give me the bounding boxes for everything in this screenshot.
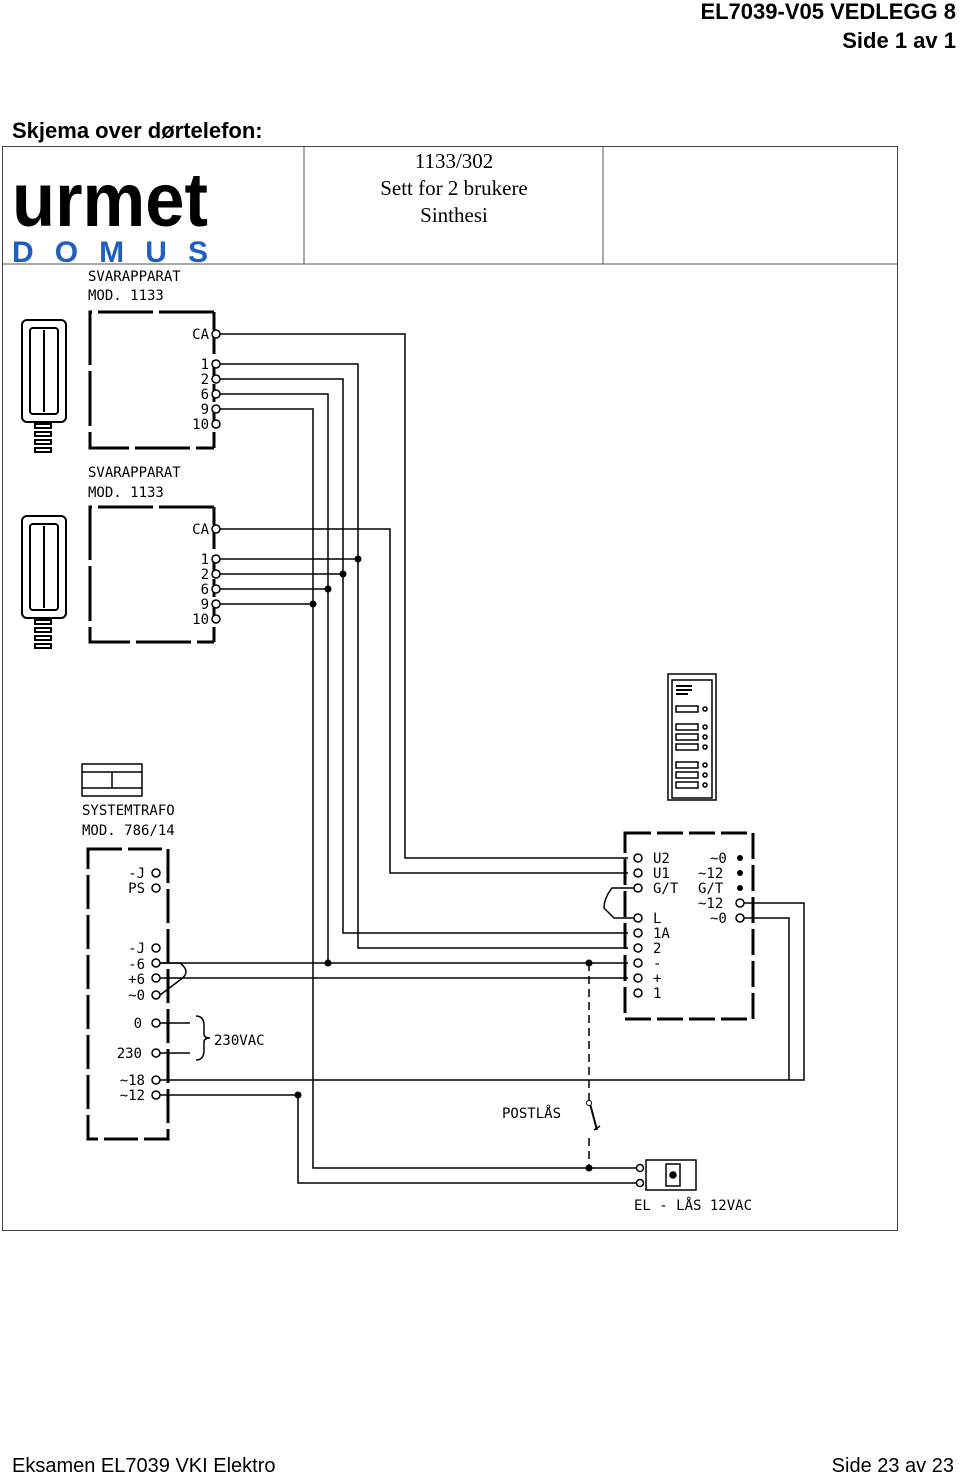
panel-term-plus: + — [653, 971, 661, 987]
postlas: POSTLÅS — [502, 963, 601, 1172]
h2-term-ca: CA — [192, 522, 209, 538]
urmet-logo: urmet DOMUS — [12, 158, 208, 269]
title-line-2: Sett for 2 brukere — [380, 176, 528, 200]
panel-term-1a: 1A — [653, 926, 670, 942]
ellas-label: EL - LÅS 12VAC — [634, 1197, 752, 1214]
trafo-term-230: 230 — [117, 1046, 142, 1062]
trafo-term-ps: PS — [128, 881, 145, 897]
mains-label: 230VAC — [214, 1033, 265, 1049]
handset-2-label: SVARAPPARAT — [88, 465, 181, 481]
footer-right: Side 23 av 23 — [831, 1455, 954, 1477]
panel-rterm-12b: ~12 — [698, 896, 723, 912]
handset-2-model: MOD. 1133 — [88, 485, 164, 501]
document-code: EL7039-V05 VEDLEGG 8 — [700, 0, 956, 24]
h1-term-2: 2 — [201, 372, 209, 388]
handset-1-model: MOD. 1133 — [88, 288, 164, 304]
section-title: Skjema over dørtelefon: — [12, 118, 263, 143]
trafo-term-12: ~12 — [120, 1088, 145, 1104]
power-wires — [160, 902, 805, 1184]
h2-term-2: 2 — [201, 567, 209, 583]
panel-term-2: 2 — [653, 941, 661, 957]
handset-2: SVARAPPARAT MOD. 1133 CA 1 2 6 9 10 — [21, 465, 221, 649]
h1-term-9: 9 — [201, 402, 209, 418]
footer-left: Eksamen EL7039 VKI Elektro — [12, 1455, 276, 1477]
trafo-term-m6: -6 — [128, 957, 145, 973]
phone-1-icon — [21, 319, 67, 453]
panel-rterm-0a: ~0 — [710, 851, 727, 867]
panel-term-l: L — [653, 911, 661, 927]
trafo-term-18: ~18 — [120, 1073, 145, 1089]
panel-term-u1: U1 — [653, 866, 670, 882]
el-las: EL - LÅS 12VAC — [634, 1159, 752, 1214]
panel-rterm-12a: ~12 — [698, 866, 723, 882]
title-block-grid — [2, 146, 898, 265]
panel-term-u2: U2 — [653, 851, 670, 867]
panel-term-1: 1 — [653, 986, 661, 1002]
door-panel-terminals: U2 U1 G/T L 1A 2 - + 1 ~0 ~12 G/T ~12 ~0 — [603, 831, 755, 1021]
h1-term-1: 1 — [201, 357, 209, 373]
systemtrafo: SYSTEMTRAFO MOD. 786/14 -J PS -J -6 +6 ~… — [81, 763, 265, 1141]
handset-1-label: SVARAPPARAT — [88, 269, 181, 285]
trafo-model: MOD. 786/14 — [82, 823, 175, 839]
title-line-1: 1133/302 — [414, 149, 494, 173]
handset-1: SVARAPPARAT MOD. 1133 CA 1 2 6 9 10 — [21, 269, 221, 453]
trafo-term-0: 0 — [134, 1016, 142, 1032]
h2-term-10: 10 — [192, 612, 209, 628]
h2-term-6: 6 — [201, 582, 209, 598]
title-line-3: Sinthesi — [420, 203, 488, 227]
phone-2-icon — [21, 515, 67, 649]
panel-term-minus: - — [653, 956, 661, 972]
h1-term-10: 10 — [192, 417, 209, 433]
h2-term-1: 1 — [201, 552, 209, 568]
lock-icon — [635, 1159, 697, 1191]
trafo-term-j2: -J — [128, 941, 145, 957]
page-number: Side 1 av 1 — [842, 28, 956, 53]
h2-term-9: 9 — [201, 597, 209, 613]
trafo-term-0a: ~0 — [128, 988, 145, 1004]
trafo-icon — [81, 763, 143, 797]
handset-wires — [220, 333, 638, 1169]
trafo-term-j1: -J — [128, 866, 145, 882]
trafo-label: SYSTEMTRAFO — [82, 803, 175, 819]
logo-urmet: urmet — [12, 158, 208, 243]
panel-term-gt: G/T — [653, 881, 679, 897]
trafo-term-p6: +6 — [128, 972, 145, 988]
panel-rterm-gt: G/T — [698, 881, 724, 897]
title-block: 1133/302 Sett for 2 brukere Sinthesi — [305, 148, 603, 229]
postlas-label: POSTLÅS — [502, 1105, 561, 1122]
panel-rterm-0b: ~0 — [710, 911, 727, 927]
h1-term-6: 6 — [201, 387, 209, 403]
door-panel-icon — [667, 673, 717, 801]
diagram-frame — [2, 146, 898, 1231]
h1-term-ca: CA — [192, 327, 209, 343]
